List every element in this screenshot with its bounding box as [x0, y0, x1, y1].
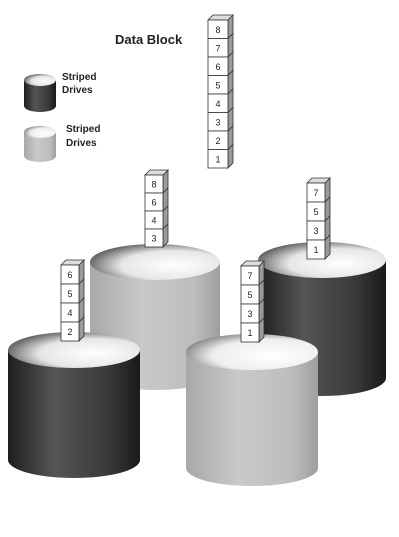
legend-item-light: Striped Drives [24, 124, 100, 162]
block-cell: 4 [60, 297, 85, 323]
legend-label-light-line1: Striped [66, 124, 100, 135]
block-label: 1 [215, 154, 220, 164]
drive-front-left [8, 332, 140, 478]
block-cell: 3 [207, 106, 234, 132]
legend-label-dark-line2: Drives [62, 85, 93, 96]
block-label: 5 [313, 207, 318, 217]
block-cell: 5 [240, 279, 265, 305]
data-block-stack: 8 7 6 5 4 3 2 1 [207, 14, 234, 169]
drive-front-right [186, 334, 318, 486]
legend-light-drive-top [24, 126, 56, 138]
block-cell: 8 [144, 169, 169, 194]
legend-label-dark-line1: Striped [62, 72, 96, 83]
diagram-title: Data Block [115, 32, 183, 47]
block-label: 6 [151, 198, 156, 208]
block-cell: 6 [60, 259, 85, 285]
block-face [60, 321, 80, 342]
drive-back-right-blocks: 7 5 3 1 [306, 177, 331, 260]
block-label: 5 [67, 289, 72, 299]
block-top [207, 14, 234, 21]
block-cell: 2 [207, 125, 234, 151]
block-cell: 3 [144, 223, 169, 248]
block-label: 6 [67, 270, 72, 280]
block-cell: 1 [207, 143, 234, 169]
block-label: 3 [215, 117, 220, 127]
block-label: 7 [215, 43, 220, 53]
block-label: 5 [215, 80, 220, 90]
block-cell: 7 [240, 260, 265, 286]
legend: Striped Drives Striped Drives [24, 72, 100, 162]
block-label: 2 [215, 136, 220, 146]
block-cell: 4 [207, 88, 234, 114]
block-label: 2 [67, 327, 72, 337]
block-face [207, 149, 229, 169]
block-label: 1 [313, 245, 318, 255]
block-label: 8 [151, 180, 156, 190]
drive-front-left-blocks: 6 5 4 2 [60, 259, 85, 342]
legend-dark-drive-top [24, 74, 56, 86]
block-cell: 7 [306, 177, 331, 203]
block-label: 1 [247, 328, 252, 338]
block-label: 3 [151, 234, 156, 244]
block-cell: 4 [144, 205, 169, 230]
block-label: 5 [247, 290, 252, 300]
block-label: 3 [247, 309, 252, 319]
block-label: 8 [215, 25, 220, 35]
block-cell: 6 [144, 187, 169, 212]
block-label: 3 [313, 226, 318, 236]
block-cell: 1 [240, 317, 265, 343]
block-face [306, 239, 326, 260]
block-cell: 8 [207, 14, 234, 40]
block-face [144, 228, 164, 248]
legend-item-dark: Striped Drives [24, 72, 96, 112]
block-cell: 3 [306, 215, 331, 241]
drive-back-left-blocks: 8 6 4 3 [144, 169, 169, 248]
block-label: 7 [247, 271, 252, 281]
block-label: 6 [215, 62, 220, 72]
legend-light-drive-icon [24, 132, 56, 162]
block-label: 4 [151, 216, 156, 226]
block-face [240, 322, 260, 343]
legend-dark-drive-icon [24, 80, 56, 112]
block-label: 4 [67, 308, 72, 318]
block-cell: 5 [60, 278, 85, 304]
block-cell: 2 [60, 316, 85, 342]
block-label: 4 [215, 99, 220, 109]
legend-label-light-line2: Drives [66, 138, 97, 149]
block-cell: 1 [306, 234, 331, 260]
drive-front-right-blocks: 7 5 3 1 [240, 260, 265, 343]
block-label: 7 [313, 188, 318, 198]
